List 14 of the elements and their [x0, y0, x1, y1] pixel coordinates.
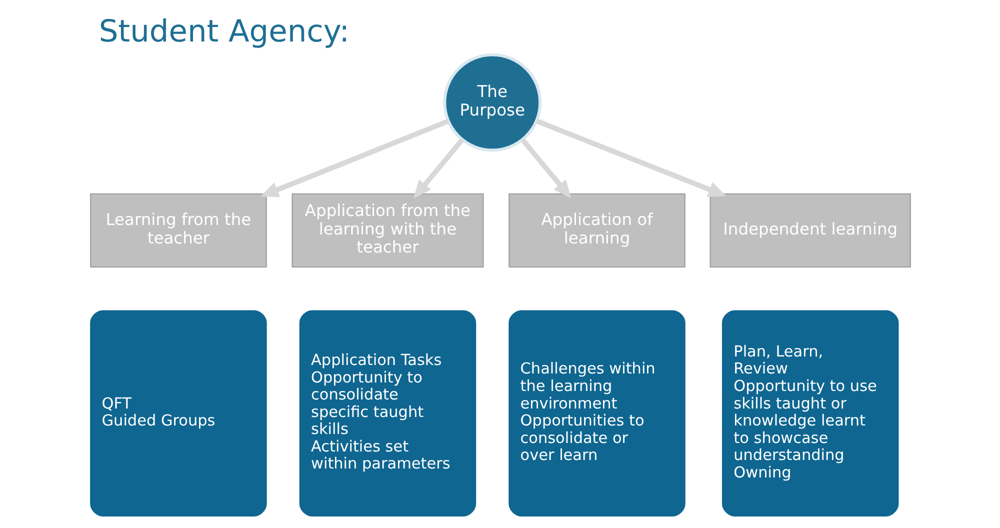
node-box: Application Tasks Opportunity to consolidate specific taught skills Activities set within parameters — [298, 310, 476, 516]
node-box: QFT Guided Groups — [90, 310, 266, 516]
node-box: Challenges within the learning environment Opportunities to consolidate or over learn — [508, 310, 685, 516]
arrow — [413, 138, 464, 198]
arrow — [520, 138, 571, 198]
diagram-title: Student Agency: — [98, 14, 350, 50]
node-circle: The Purpose — [442, 52, 542, 152]
node-box: Learning from the teacher — [90, 192, 266, 268]
node-box: Plan, Learn, Review Opportunity to use skills taught or knowledge learnt to showcase understanding Owning — [721, 310, 898, 516]
node-box: Application of learning — [508, 192, 685, 268]
arrow — [535, 118, 726, 196]
node-box: Independent learning — [709, 192, 910, 268]
arrow — [260, 118, 449, 197]
node-box: Application from the learning with the teacher — [291, 192, 484, 268]
